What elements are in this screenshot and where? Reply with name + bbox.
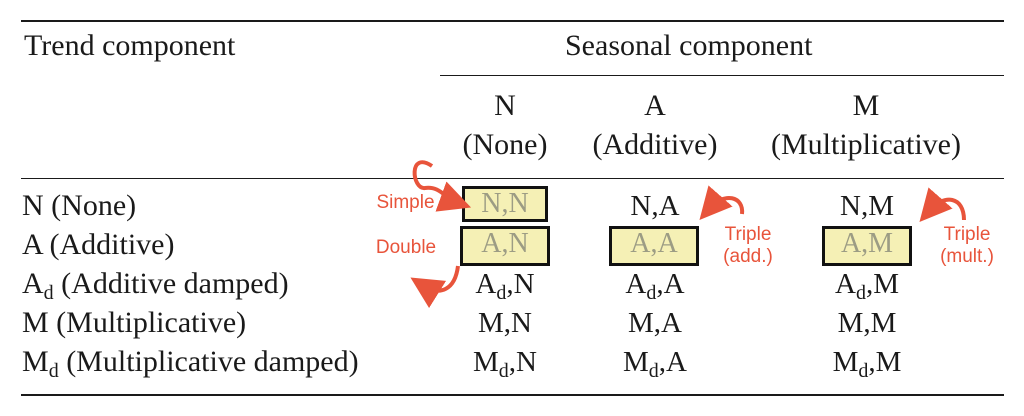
double-arrow (410, 265, 460, 309)
cell-ad-n: Ad,N (475, 268, 535, 304)
cell-m-m: M,M (837, 307, 897, 339)
cell-ad-a: Ad,A (625, 268, 685, 304)
cell-a-a-highlight: A,A (609, 226, 699, 266)
row-label-multiplicative: M (Multiplicative) (22, 306, 247, 339)
row-label-additive-damped: Ad (Additive damped) (22, 267, 289, 304)
cell-n-m: N,M (840, 190, 894, 222)
cell-a-n-highlight: A,N (460, 226, 550, 266)
bottom-rule (21, 394, 1004, 396)
col-name-n: (None) (462, 128, 548, 161)
top-rule (21, 20, 1004, 22)
seasonal-rule (440, 75, 1004, 76)
row-label-multiplicative-damped: Md (Multiplicative damped) (22, 345, 359, 382)
double-annotation: Double (375, 237, 437, 258)
triple-add-arrow (699, 185, 745, 221)
col-code-a: A (644, 89, 666, 122)
cell-md-n: Md,N (473, 346, 537, 382)
cell-m-n: M,N (478, 307, 532, 339)
simple-annotation: Simple (376, 192, 435, 213)
row-label-none: N (None) (22, 189, 137, 222)
cell-a-m-highlight: A,M (822, 226, 912, 266)
cell-ad-m: Ad,M (835, 268, 899, 304)
triple-add-annotation: Triple (add.) (723, 224, 773, 267)
row-label-additive: A (Additive) (22, 228, 175, 261)
header-rule (21, 178, 1004, 179)
cell-n-n-highlight: N,N (462, 186, 548, 222)
simple-arrow (412, 160, 472, 212)
col-code-n: N (494, 89, 516, 122)
triple-mult-annotation: Triple (mult.) (940, 224, 994, 267)
col-code-m: M (852, 89, 880, 122)
col-name-m: (Multiplicative) (771, 128, 961, 161)
cell-m-a: M,A (628, 307, 682, 339)
cell-n-a: N,A (630, 190, 680, 222)
cell-md-m: Md,M (832, 346, 902, 382)
triple-mult-arrow (919, 187, 966, 223)
seasonal-component-heading: Seasonal component (565, 29, 813, 62)
col-name-a: (Additive) (592, 128, 718, 161)
trend-component-heading: Trend component (24, 29, 236, 62)
cell-md-a: Md,A (623, 346, 687, 382)
